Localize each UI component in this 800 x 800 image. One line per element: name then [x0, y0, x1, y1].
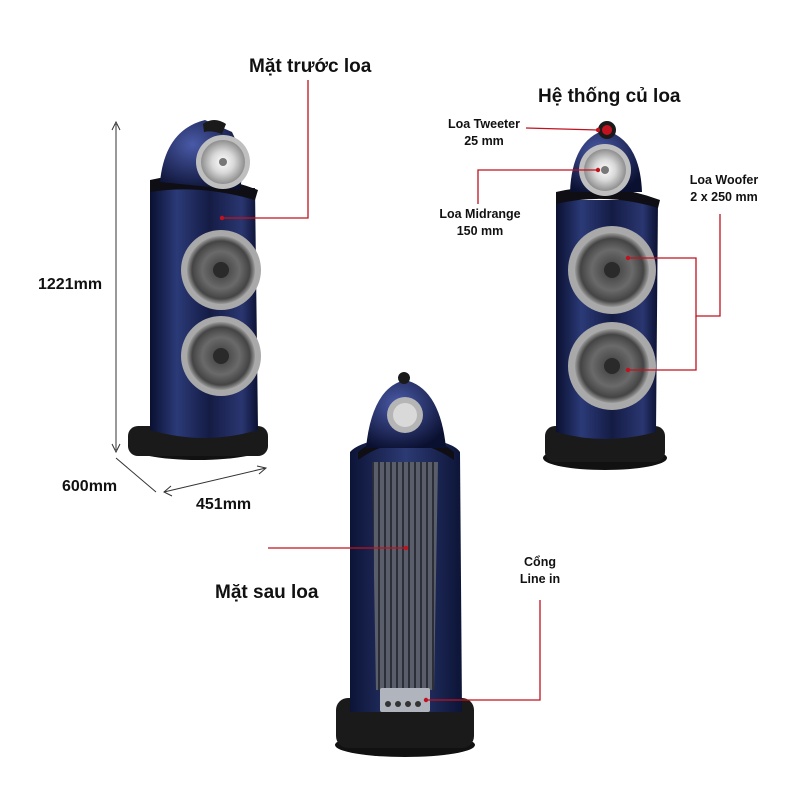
callout-dots	[219, 127, 631, 703]
rear-label: Mặt sau loa	[215, 582, 319, 603]
front-label: Mặt trước loa	[249, 56, 372, 77]
tweeter-name: Loa Tweeter	[447, 117, 520, 131]
line-in-label: Cổng Line in	[500, 554, 580, 588]
woofer-label: Loa Woofer 2 x 250 mm	[674, 172, 774, 206]
front-speaker	[128, 120, 268, 460]
driver-system-speaker	[543, 121, 667, 470]
depth-dimension: 600mm	[62, 478, 118, 495]
height-dimension: 1221mm	[38, 276, 103, 293]
midrange-name: Loa Midrange	[439, 207, 521, 221]
width-dimension: 451mm	[196, 496, 252, 513]
midrange-label: Loa Midrange 150 mm	[428, 206, 532, 240]
line-in-sub: Line in	[519, 572, 561, 586]
woofer-size: 2 x 250 mm	[690, 190, 758, 204]
driver-system-label: Hệ thống củ loa	[538, 86, 681, 107]
callout-lines	[222, 80, 721, 701]
tweeter-size: 25 mm	[464, 134, 504, 148]
line-in-name: Cổng	[524, 555, 556, 569]
woofer-name: Loa Woofer	[689, 173, 759, 187]
rear-speaker	[335, 372, 475, 757]
dimension-lines	[111, 120, 268, 497]
tweeter-label: Loa Tweeter 25 mm	[432, 116, 536, 150]
midrange-size: 150 mm	[456, 224, 504, 238]
